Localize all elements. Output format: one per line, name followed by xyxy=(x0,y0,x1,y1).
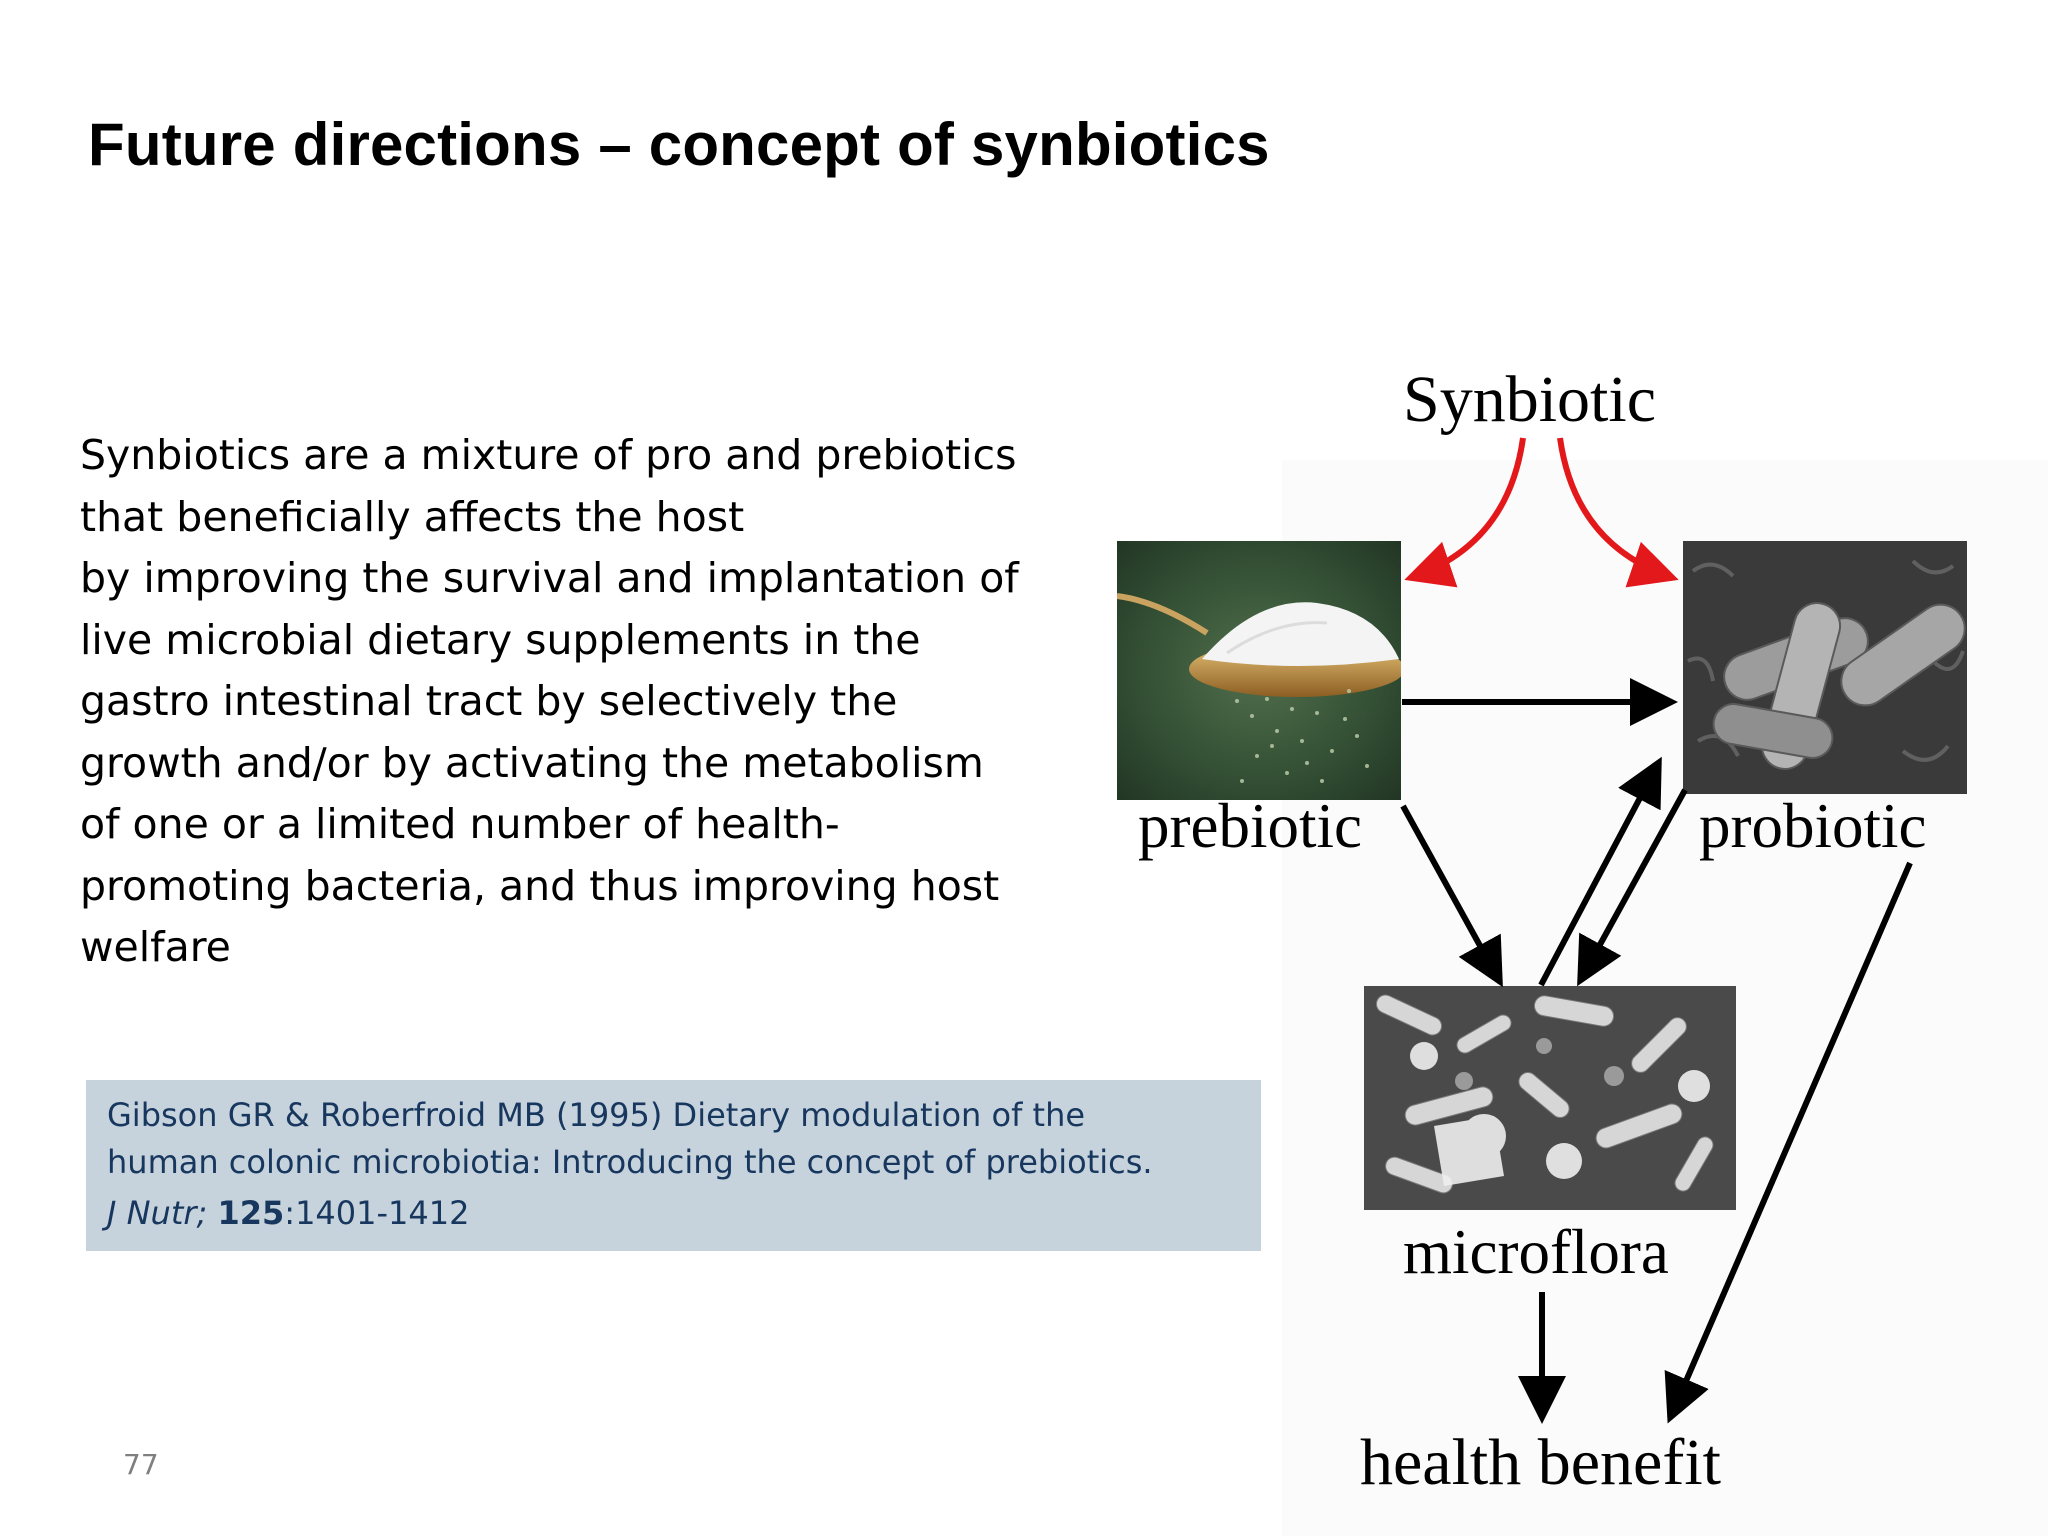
microflora-to-probiotic-arrow xyxy=(1538,756,1662,987)
reference-pages: :1401-1412 xyxy=(284,1194,470,1232)
probiotic-label: probiotic xyxy=(1699,791,1927,861)
synbiotic-to-probiotic-arrow xyxy=(1557,437,1679,588)
synbiotic-label: Synbiotic xyxy=(1403,363,1657,436)
microflora-label: microflora xyxy=(1403,1217,1669,1287)
body-line: gastro intestinal tract by selectively t… xyxy=(80,677,898,725)
body-line: growth and/or by activating the metaboli… xyxy=(80,738,984,787)
probiotic-to-microflora-arrow xyxy=(1577,788,1688,987)
gut-microflora-micrograph xyxy=(1364,986,1736,1210)
body-paragraph: Synbiotics are a mixture of pro and preb… xyxy=(80,425,1060,979)
body-line: of one or a limited number of health- xyxy=(80,800,840,848)
body-line: live microbial dietary supplements in th… xyxy=(80,615,921,664)
body-line: welfare xyxy=(80,923,231,971)
probiotic-to-health-arrow xyxy=(1664,861,1913,1424)
reference-citation: J Nutr; 125:1401-1412 xyxy=(107,1194,469,1232)
reference-line: human colonic microbiotia: Introducing t… xyxy=(107,1143,1153,1181)
page-number: 77 xyxy=(123,1448,159,1481)
prebiotic-to-microflora-arrow xyxy=(1400,804,1503,988)
synbiotic-to-prebiotic-arrow xyxy=(1404,437,1526,588)
sugar-spoon-photo xyxy=(1117,541,1401,800)
prebiotic-label: prebiotic xyxy=(1138,791,1362,861)
rod-bacteria-micrograph xyxy=(1683,541,1967,794)
body-line: that beneficially affects the host xyxy=(80,492,745,541)
reference-line: Gibson GR & Roberfroid MB (1995) Dietary… xyxy=(107,1096,1086,1134)
reference-volume: 125 xyxy=(217,1194,285,1232)
body-line: Synbiotics are a mixture of pro and preb… xyxy=(80,431,1017,479)
health-benefit-label: health benefit xyxy=(1360,1426,1722,1499)
body-line: by improving the survival and implantati… xyxy=(80,554,1019,602)
reference-box: Gibson GR & Roberfroid MB (1995) Dietary… xyxy=(86,1080,1261,1251)
body-line: promoting bacteria, and thus improving h… xyxy=(80,861,1000,910)
reference-journal: J Nutr; xyxy=(107,1194,208,1232)
slide-title: Future directions – concept of synbiotic… xyxy=(88,111,1270,178)
